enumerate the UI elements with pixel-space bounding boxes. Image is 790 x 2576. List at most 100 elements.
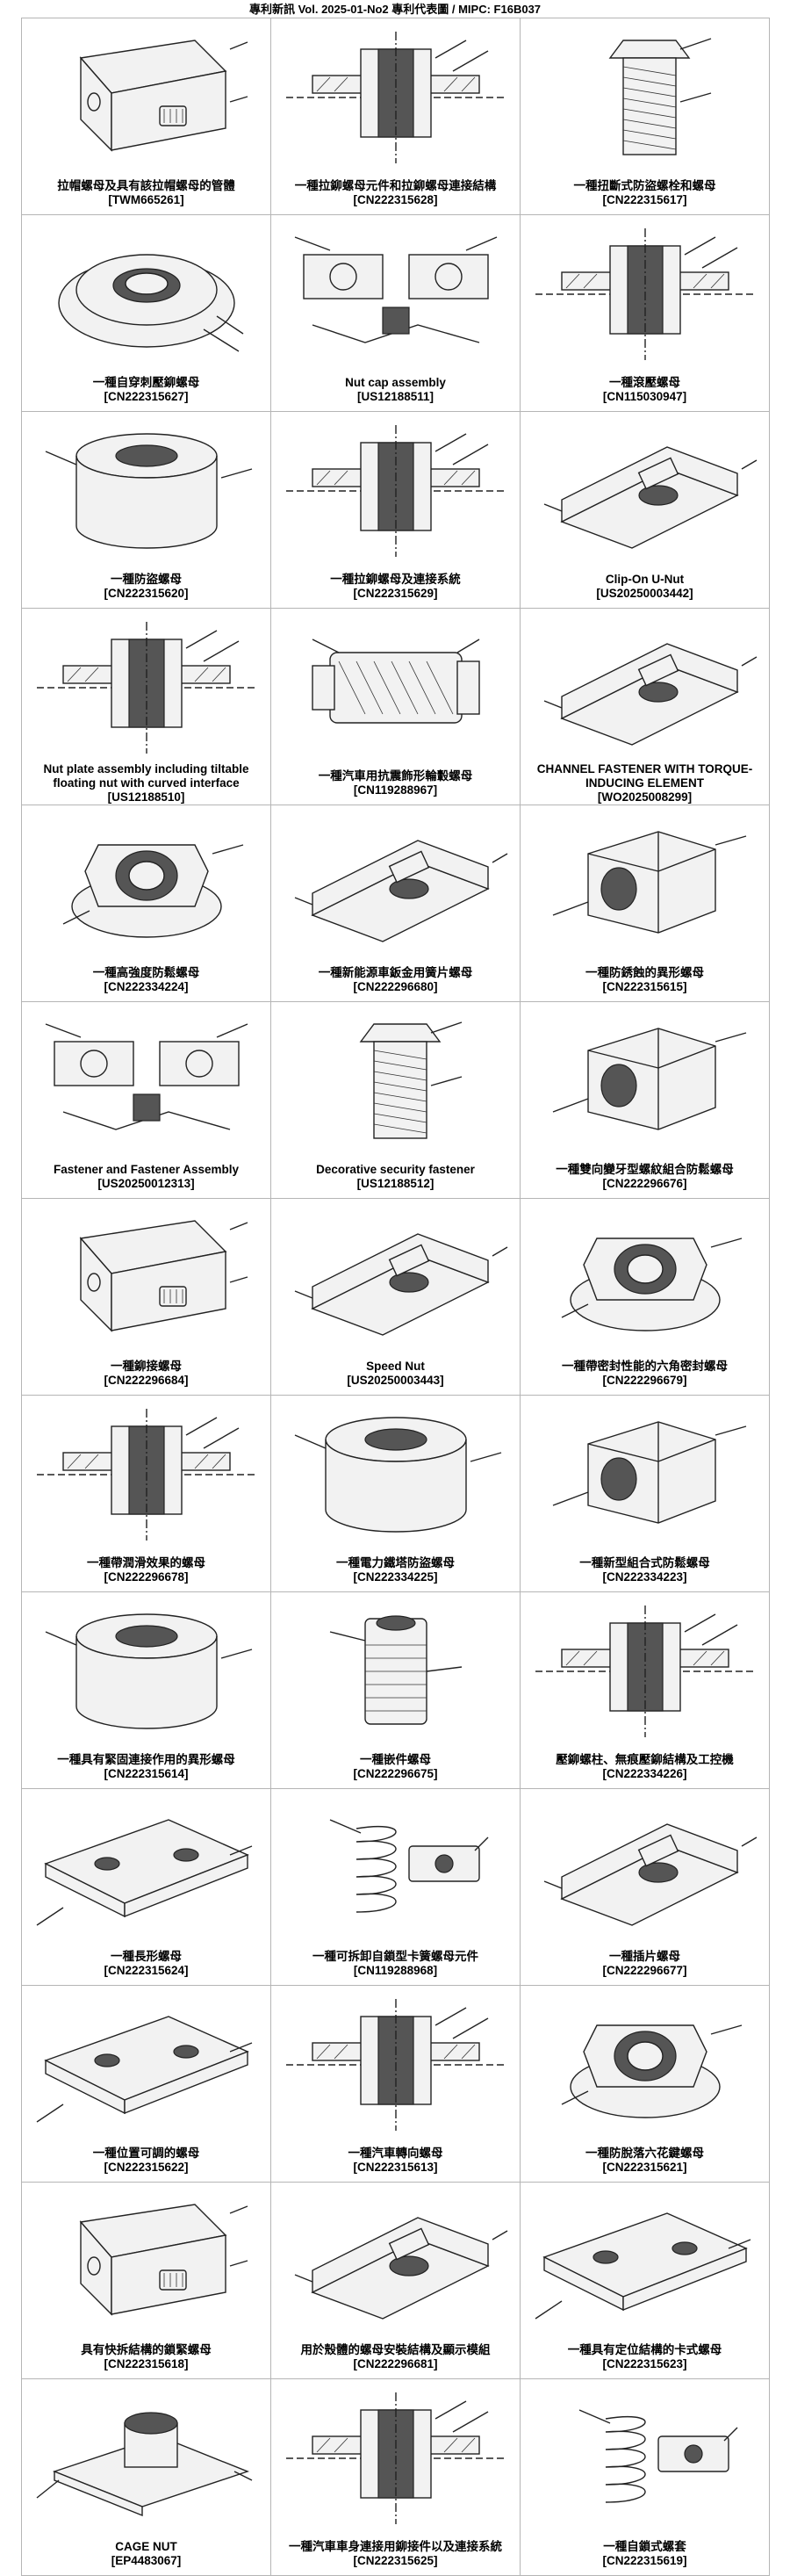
patent-card: 一種汽車車身連接用鉚接件以及連接系統[CN222315625] xyxy=(271,2379,521,2576)
patent-card: 一種汽車轉向螺母[CN222315613] xyxy=(271,1986,521,2183)
patent-number: [CN222296681] xyxy=(353,2357,437,2371)
patent-caption: 一種滾壓螺母[CN115030947] xyxy=(598,369,692,411)
flange-nut-drawing xyxy=(527,1203,764,1353)
section-drawing xyxy=(277,416,514,566)
patent-caption: 一種自穿刺壓鉚螺母[CN222315627] xyxy=(88,369,205,411)
patent-number: [US20250003442] xyxy=(596,587,693,601)
patent-card: Clip-On U-Nut[US20250003442] xyxy=(521,412,770,609)
patent-card: Nut plate assembly including tiltable fl… xyxy=(22,609,271,805)
patent-title: 一種防盜螺母 xyxy=(111,573,182,587)
patent-title: 一種帶密封性能的六角密封螺母 xyxy=(562,1360,728,1374)
patent-caption: 一種扭斷式防盜螺栓和螺母[CN222315617] xyxy=(569,172,722,214)
patent-card: 一種帶密封性能的六角密封螺母[CN222296679] xyxy=(521,1199,770,1396)
patent-card: CAGE NUT[EP4483067] xyxy=(22,2379,271,2576)
header-title: 專利新訊 Vol. 2025-01-No2 專利代表圖 / MIPC: F16B… xyxy=(249,0,541,17)
patent-title: CAGE NUT xyxy=(115,2540,177,2554)
plate-nut-drawing xyxy=(527,2187,764,2336)
patent-card: 一種帶潤滑效果的螺母[CN222296678] xyxy=(22,1396,271,1592)
patent-caption: CAGE NUT[EP4483067] xyxy=(106,2533,187,2575)
patent-caption: 一種具有緊固連接作用的異形螺母[CN222315614] xyxy=(52,1746,241,1788)
bolt-drawing xyxy=(527,23,764,172)
clip-nut-drawing xyxy=(527,1793,764,1943)
patent-card: 一種拉鉚螺母元件和拉鉚螺母連接結構[CN222315628] xyxy=(271,18,521,215)
patent-card: 一種防銹蝕的異形螺母[CN222315615] xyxy=(521,805,770,1002)
plate-nut-drawing xyxy=(28,1793,265,1943)
assembly-drawing xyxy=(28,1007,265,1156)
patent-card: 一種鉚接螺母[CN222296684] xyxy=(22,1199,271,1396)
spring-drawing xyxy=(277,1793,514,1943)
patent-number: [CN222315613] xyxy=(353,2161,437,2175)
patent-title: 一種汽車用抗震飾形輪轂螺母 xyxy=(319,769,473,783)
patent-title: 用於殼體的螺母安裝結構及顯示模組 xyxy=(301,2343,491,2357)
patent-caption: 一種汽車轉向螺母[CN222315613] xyxy=(343,2139,449,2182)
patent-caption: Nut cap assembly[US12188511] xyxy=(340,369,451,411)
patent-card: 一種具有緊固連接作用的異形螺母[CN222315614] xyxy=(22,1592,271,1789)
patent-title: 一種雙向變牙型螺紋組合防鬆螺母 xyxy=(556,1163,734,1177)
patent-title: 一種防脫落六花鍵螺母 xyxy=(585,2147,704,2161)
hex-nut-drawing xyxy=(527,1007,764,1156)
patent-title: Nut cap assembly xyxy=(345,376,446,390)
patent-number: [CN222296684] xyxy=(104,1374,188,1388)
patent-title: 一種汽車車身連接用鉚接件以及連接系統 xyxy=(289,2540,502,2554)
patent-card: 一種防脫落六花鍵螺母[CN222315621] xyxy=(521,1986,770,2183)
patent-card: 一種新能源車鈑金用簧片螺母[CN222296680] xyxy=(271,805,521,1002)
patent-number: [CN222315622] xyxy=(104,2161,188,2175)
patent-title: 一種長形螺母 xyxy=(111,1950,182,1964)
patent-caption: 一種帶密封性能的六角密封螺母[CN222296679] xyxy=(557,1353,733,1395)
patent-title: Decorative security fastener xyxy=(316,1163,475,1177)
patent-number: [CN222315621] xyxy=(602,2161,686,2175)
patent-card: 一種長形螺母[CN222315624] xyxy=(22,1789,271,1986)
patent-card: 一種拉鉚螺母及連接系統[CN222315629] xyxy=(271,412,521,609)
patent-card: Nut cap assembly[US12188511] xyxy=(271,215,521,412)
flange-nut-drawing xyxy=(28,810,265,959)
patent-card: CHANNEL FASTENER WITH TORQUE-INDUCING EL… xyxy=(521,609,770,805)
patent-caption: 一種防盜螺母[CN222315620] xyxy=(98,566,193,608)
patent-caption: 一種新型組合式防鬆螺母[CN222334223] xyxy=(574,1549,715,1591)
patent-number: [CN222296678] xyxy=(104,1570,188,1584)
hex-nut-drawing xyxy=(527,810,764,959)
patent-title: 一種鉚接螺母 xyxy=(111,1360,182,1374)
patent-title: 一種自穿刺壓鉚螺母 xyxy=(93,376,200,390)
patent-caption: 用於殼體的螺母安裝結構及顯示模組[CN222296681] xyxy=(296,2336,496,2378)
patent-number: [US20250012313] xyxy=(97,1177,194,1191)
patent-card: 拉帽螺母及具有該拉帽螺母的管體[TWM665261] xyxy=(22,18,271,215)
patent-card: 具有快拆結構的鎖緊螺母[CN222315618] xyxy=(22,2183,271,2379)
hex-nut-drawing xyxy=(527,1400,764,1549)
patent-number: [US12188512] xyxy=(357,1177,434,1191)
patent-caption: 一種汽車車身連接用鉚接件以及連接系統[CN222315625] xyxy=(284,2533,507,2575)
patent-title: 一種汽車轉向螺母 xyxy=(348,2147,443,2161)
patent-card: 一種雙向變牙型螺紋組合防鬆螺母[CN222296676] xyxy=(521,1002,770,1199)
patent-number: [CN119288967] xyxy=(354,783,437,797)
patent-number: [CN222334224] xyxy=(104,980,188,994)
patent-title: Fastener and Fastener Assembly xyxy=(54,1163,239,1177)
patent-caption: 一種防脫落六花鍵螺母[CN222315621] xyxy=(580,2139,709,2182)
patent-number: [EP4483067] xyxy=(111,2554,182,2568)
clip-nut-drawing xyxy=(527,416,764,566)
patent-title: 一種位置可調的螺母 xyxy=(93,2147,200,2161)
patent-caption: 一種拉鉚螺母及連接系統[CN222315629] xyxy=(325,566,466,608)
patent-title: 一種電力鐵塔防盜螺母 xyxy=(336,1556,455,1570)
patent-caption: 一種自鎖式螺套[CN222315619] xyxy=(597,2533,692,2575)
patent-title: 一種滾壓螺母 xyxy=(609,376,680,390)
patent-card: 一種防盜螺母[CN222315620] xyxy=(22,412,271,609)
patent-title: 具有快拆結構的鎖緊螺母 xyxy=(81,2343,212,2357)
patent-caption: Speed Nut[US20250003443] xyxy=(341,1353,449,1395)
patent-caption: 一種拉鉚螺母元件和拉鉚螺母連接結構[CN222315628] xyxy=(290,172,502,214)
patent-card: 一種插片螺母[CN222296677] xyxy=(521,1789,770,1986)
patent-caption: 一種位置可調的螺母[CN222315622] xyxy=(88,2139,205,2182)
patent-card: 一種高強度防鬆螺母[CN222334224] xyxy=(22,805,271,1002)
patent-number: [TWM665261] xyxy=(108,193,183,207)
patent-caption: 壓鉚螺柱、無痕壓鉚結構及工控機[CN222334226] xyxy=(550,1746,739,1788)
patent-number: [CN222315624] xyxy=(104,1964,188,1978)
patent-card: Fastener and Fastener Assembly[US2025001… xyxy=(22,1002,271,1199)
patent-number: [WO2025008299] xyxy=(598,790,692,805)
patent-caption: 一種長形螺母[CN222315624] xyxy=(98,1943,193,1985)
patent-title: 拉帽螺母及具有該拉帽螺母的管體 xyxy=(57,179,235,193)
patent-title: Nut plate assembly including tiltable fl… xyxy=(27,762,265,790)
patent-number: [CN222315625] xyxy=(353,2554,437,2568)
page-header: 專利新訊 Vol. 2025-01-No2 專利代表圖 / MIPC: F16B… xyxy=(0,0,790,16)
patent-title: Clip-On U-Nut xyxy=(606,573,684,587)
patent-card: 一種自鎖式螺套[CN222315619] xyxy=(521,2379,770,2576)
patent-title: 一種拉鉚螺母元件和拉鉚螺母連接結構 xyxy=(295,179,497,193)
patent-title: 一種嵌件螺母 xyxy=(360,1753,431,1767)
